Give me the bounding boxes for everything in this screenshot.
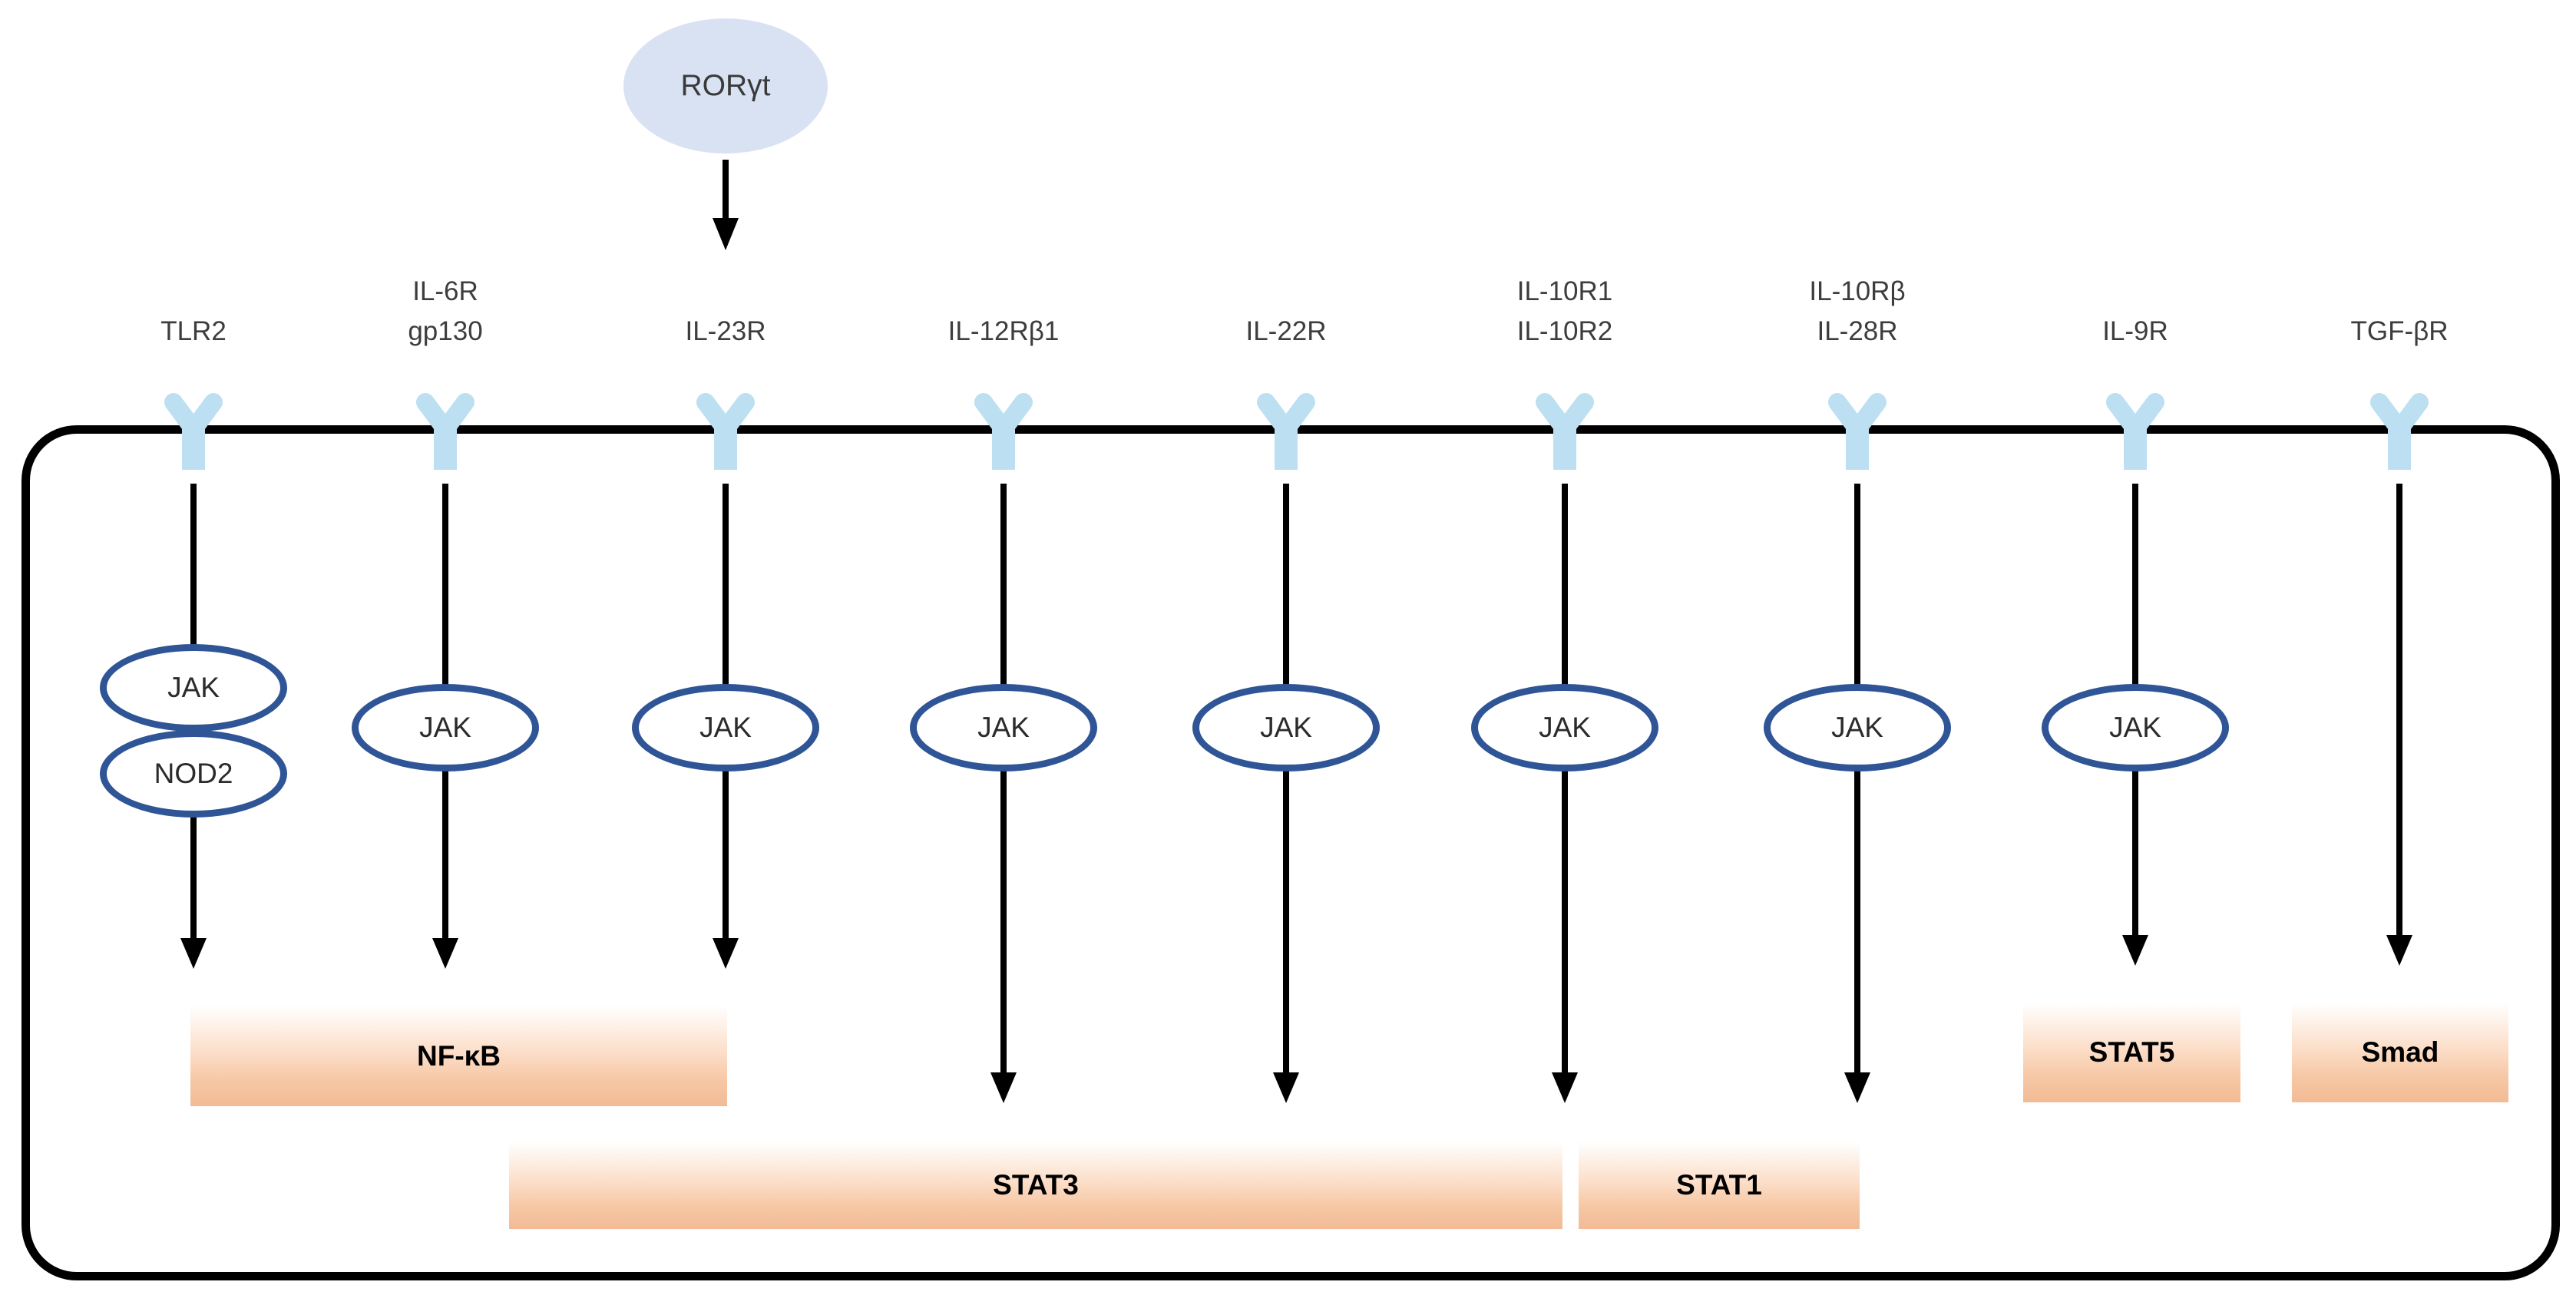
receptor-y-icon [696, 393, 755, 470]
signal-line [1000, 484, 1007, 1072]
kinase-oval-jak: JAK [352, 684, 539, 771]
signal-arrowhead-icon [180, 938, 207, 969]
receptor-label: IL-23R [595, 266, 856, 352]
receptor-label-line2: gp130 [408, 316, 483, 346]
receptor-y-icon [1536, 393, 1594, 470]
receptor-label: IL-6R gp130 [315, 266, 576, 352]
receptor-label-line1: IL-10Rβ [1809, 276, 1906, 306]
effector-box-stat5: STAT5 [2023, 1003, 2240, 1102]
receptor-label-line1: TGF-βR [2350, 316, 2449, 346]
receptor-y-icon [2370, 393, 2429, 470]
receptor-label: IL-22R [1156, 266, 1417, 352]
receptor-label: IL-9R [2005, 266, 2266, 352]
signal-arrowhead-icon [432, 938, 458, 969]
roryt-arrowhead-icon [713, 218, 739, 250]
effector-label: STAT5 [2088, 1036, 2175, 1068]
signal-arrowhead-icon [1273, 1072, 1299, 1103]
signal-line [1283, 484, 1289, 1072]
receptor-label: IL-12Rβ1 [873, 266, 1134, 352]
receptor-label-line1: TLR2 [160, 316, 227, 346]
kinase-oval-jak: JAK [1764, 684, 1951, 771]
receptor-label-line2: IL-28R [1817, 316, 1898, 346]
signal-line [2396, 484, 2402, 935]
signal-arrowhead-icon [1552, 1072, 1578, 1103]
signal-arrowhead-icon [713, 938, 739, 969]
signal-line [1562, 484, 1568, 1072]
kinase-label: JAK [167, 672, 220, 703]
receptor-y-icon [1828, 393, 1887, 470]
signal-line [1854, 484, 1860, 1072]
roryt-arrow-line [723, 160, 729, 221]
receptor-label-line1: IL-22R [1245, 316, 1327, 346]
receptor-label-line1: IL-12Rβ1 [947, 316, 1060, 346]
receptor-y-icon [974, 393, 1033, 470]
effector-box-stat1: STAT1 [1579, 1141, 1860, 1229]
kinase-oval-jak: JAK [2042, 684, 2229, 771]
kinase-oval-jak: JAK [100, 644, 287, 732]
kinase-label: JAK [419, 712, 471, 743]
receptor-label: TLR2 [63, 266, 324, 352]
kinase-oval-jak: JAK [1192, 684, 1380, 771]
effector-box-smad: Smad [2292, 1003, 2508, 1102]
effector-label: Smad [2361, 1036, 2439, 1068]
receptor-y-icon [2106, 393, 2164, 470]
signal-arrowhead-icon [2386, 935, 2412, 966]
kinase-oval-jak: JAK [632, 684, 819, 771]
receptor-label: IL-10Rβ IL-28R [1727, 266, 1988, 352]
receptor-y-icon [416, 393, 475, 470]
receptor-y-icon [164, 393, 223, 470]
kinase-label: JAK [2109, 712, 2161, 743]
receptor-label-line1: IL-23R [685, 316, 766, 346]
kinase-label: JAK [1539, 712, 1591, 743]
kinase-oval-jak: JAK [910, 684, 1097, 771]
kinase-label: JAK [977, 712, 1030, 743]
effector-box-nfkb: NF-κB [190, 1006, 727, 1106]
effector-label: STAT1 [1676, 1169, 1762, 1201]
kinase-label: JAK [1260, 712, 1312, 743]
receptor-label-line1: IL-9R [2102, 316, 2168, 346]
signal-arrowhead-icon [1844, 1072, 1870, 1103]
receptor-label: IL-10R1 IL-10R2 [1434, 266, 1695, 352]
effector-label: NF-κB [417, 1039, 501, 1072]
receptor-label-line1: IL-6R [412, 276, 478, 306]
effector-label: STAT3 [993, 1169, 1079, 1201]
kinase-oval-jak: JAK [1471, 684, 1658, 771]
signal-arrowhead-icon [2122, 935, 2148, 966]
roryt-ellipse: RORγt [623, 18, 828, 154]
receptor-label-line2: IL-10R2 [1516, 316, 1613, 346]
kinase-oval-nod2: NOD2 [100, 730, 287, 818]
receptor-label-line1: IL-10R1 [1516, 276, 1613, 306]
roryt-label: RORγt [680, 69, 771, 102]
receptor-label: TGF-βR [2269, 266, 2530, 352]
kinase-label: JAK [1831, 712, 1883, 743]
effector-box-stat3: STAT3 [509, 1141, 1562, 1229]
kinase-label: JAK [699, 712, 752, 743]
kinase-label: NOD2 [154, 758, 233, 789]
receptor-y-icon [1257, 393, 1315, 470]
signal-arrowhead-icon [990, 1072, 1017, 1103]
